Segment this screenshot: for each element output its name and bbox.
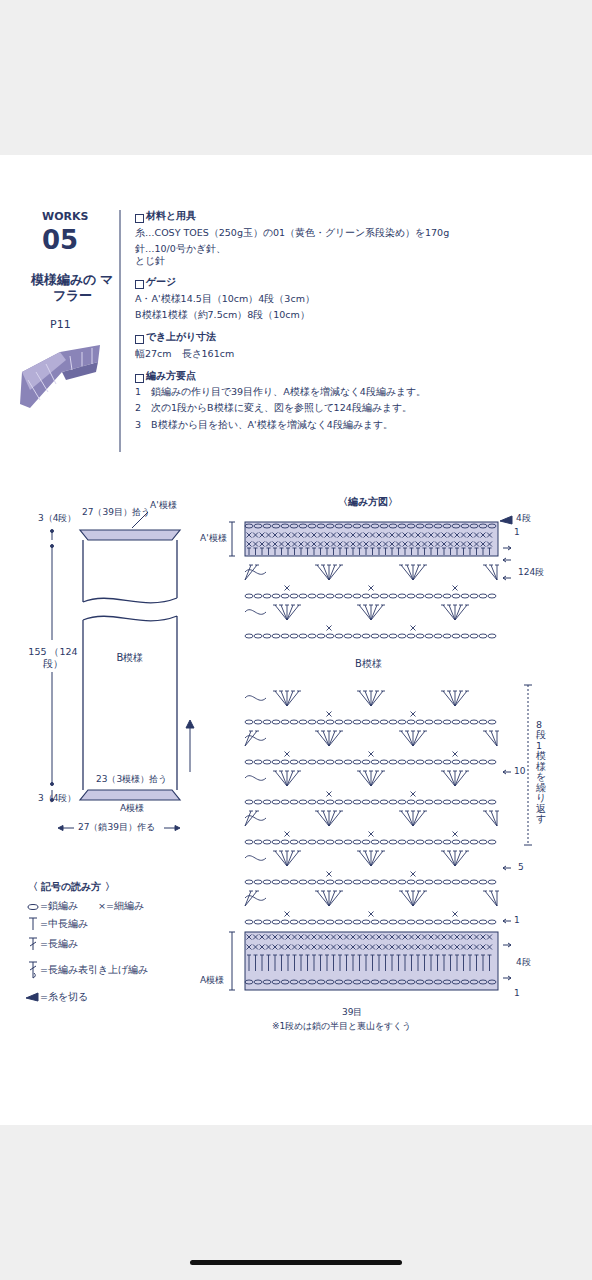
step-text: 3 B模様から目を拾い、A'模様を増減なく4段編みます。: [135, 419, 393, 431]
chart-frame: [229, 516, 532, 990]
pattern-name: A'模様: [150, 500, 177, 511]
dimension: 3（4段）: [38, 793, 76, 804]
legend-symbols: [26, 905, 38, 1002]
page-ref: P11: [50, 318, 71, 332]
pattern-name: B模様: [117, 652, 144, 665]
stitch-count: 39目: [342, 1007, 362, 1018]
note: ※1段めは鎖の半目と裏山をすくう: [272, 1021, 411, 1032]
row-number: 124段: [518, 567, 544, 578]
step-text: 1 鎖編みの作り目で39目作り、A模様を増減なく4段編みます。: [135, 386, 426, 398]
legend-title: 〈 記号の読み方 〉: [28, 881, 115, 894]
dimension: 27（鎖39目）作る: [78, 822, 155, 833]
pattern-name: A模様: [200, 975, 224, 986]
home-indicator: [190, 1260, 402, 1265]
dimension: 155 （124段）: [28, 646, 78, 670]
row-number: 1: [514, 915, 520, 926]
row-number: 10: [514, 766, 525, 777]
divider: [120, 210, 121, 452]
checkbox: [135, 335, 144, 344]
materials-text: 針…10/0号かぎ針、 とじ針: [135, 243, 235, 267]
row-number: 5: [518, 862, 524, 873]
materials-text: 糸…COSY TOES（250g玉）の01（黄色・グリーン系段染め）を170g: [135, 227, 449, 239]
schematic-bands: [80, 530, 180, 800]
row-number: 4段: [516, 513, 531, 524]
legend-text: =長編み: [40, 938, 78, 950]
section-heading: 編み方要点: [146, 370, 196, 383]
works-number: 05: [42, 224, 78, 257]
checkbox: [135, 214, 144, 223]
row-number: 4段: [516, 957, 531, 968]
legend-text: =中長編み: [40, 918, 88, 930]
top-bar: [0, 0, 592, 155]
pattern-name: B模様: [355, 658, 382, 671]
row-number: 1: [514, 988, 520, 999]
scarf-photo: [20, 345, 100, 408]
dimension: 23（3模様）拾う: [96, 774, 167, 785]
title: 模様編みの マフラー: [28, 272, 116, 303]
checkbox: [135, 374, 144, 383]
row-number: 1: [514, 527, 520, 538]
section-heading: 材料と用具: [146, 210, 196, 223]
legend-text: ×=細編み: [98, 900, 144, 912]
chart-title: 〈編み方図〉: [338, 496, 398, 509]
pattern-name: A'模様: [200, 533, 227, 544]
schematic-dims: [51, 512, 195, 831]
repeat-note: 8段1模様を繰り返す: [536, 720, 546, 824]
dimension: 3（4段）: [38, 513, 76, 524]
step-text: 2 次の1段からB模様に変え、図を参照して124段編みます。: [135, 402, 412, 414]
legend-text: =長編み表引き上げ編み: [40, 964, 148, 976]
works-label: WORKS: [42, 210, 88, 224]
checkbox: [135, 280, 144, 289]
gauge-text: B模様1模様（約7.5cm）8段（10cm）: [135, 309, 310, 321]
scarf-body: B模様: [82, 540, 178, 790]
scarf-outline: [82, 540, 178, 790]
bottom-bar: [0, 1125, 592, 1280]
pattern-name: A模様: [120, 803, 144, 814]
dimension: 27（39目）拾う: [82, 507, 150, 518]
section-heading: ゲージ: [146, 276, 176, 289]
legend-text: =鎖編み: [40, 900, 78, 912]
stitch-chart: [245, 524, 499, 984]
section-heading: でき上がり寸法: [146, 331, 216, 344]
size-text: 幅27cm 長さ161cm: [135, 348, 234, 360]
gauge-text: A・A'模様14.5目（10cm）4段（3cm）: [135, 293, 315, 305]
legend-text: =糸を切る: [40, 991, 88, 1003]
